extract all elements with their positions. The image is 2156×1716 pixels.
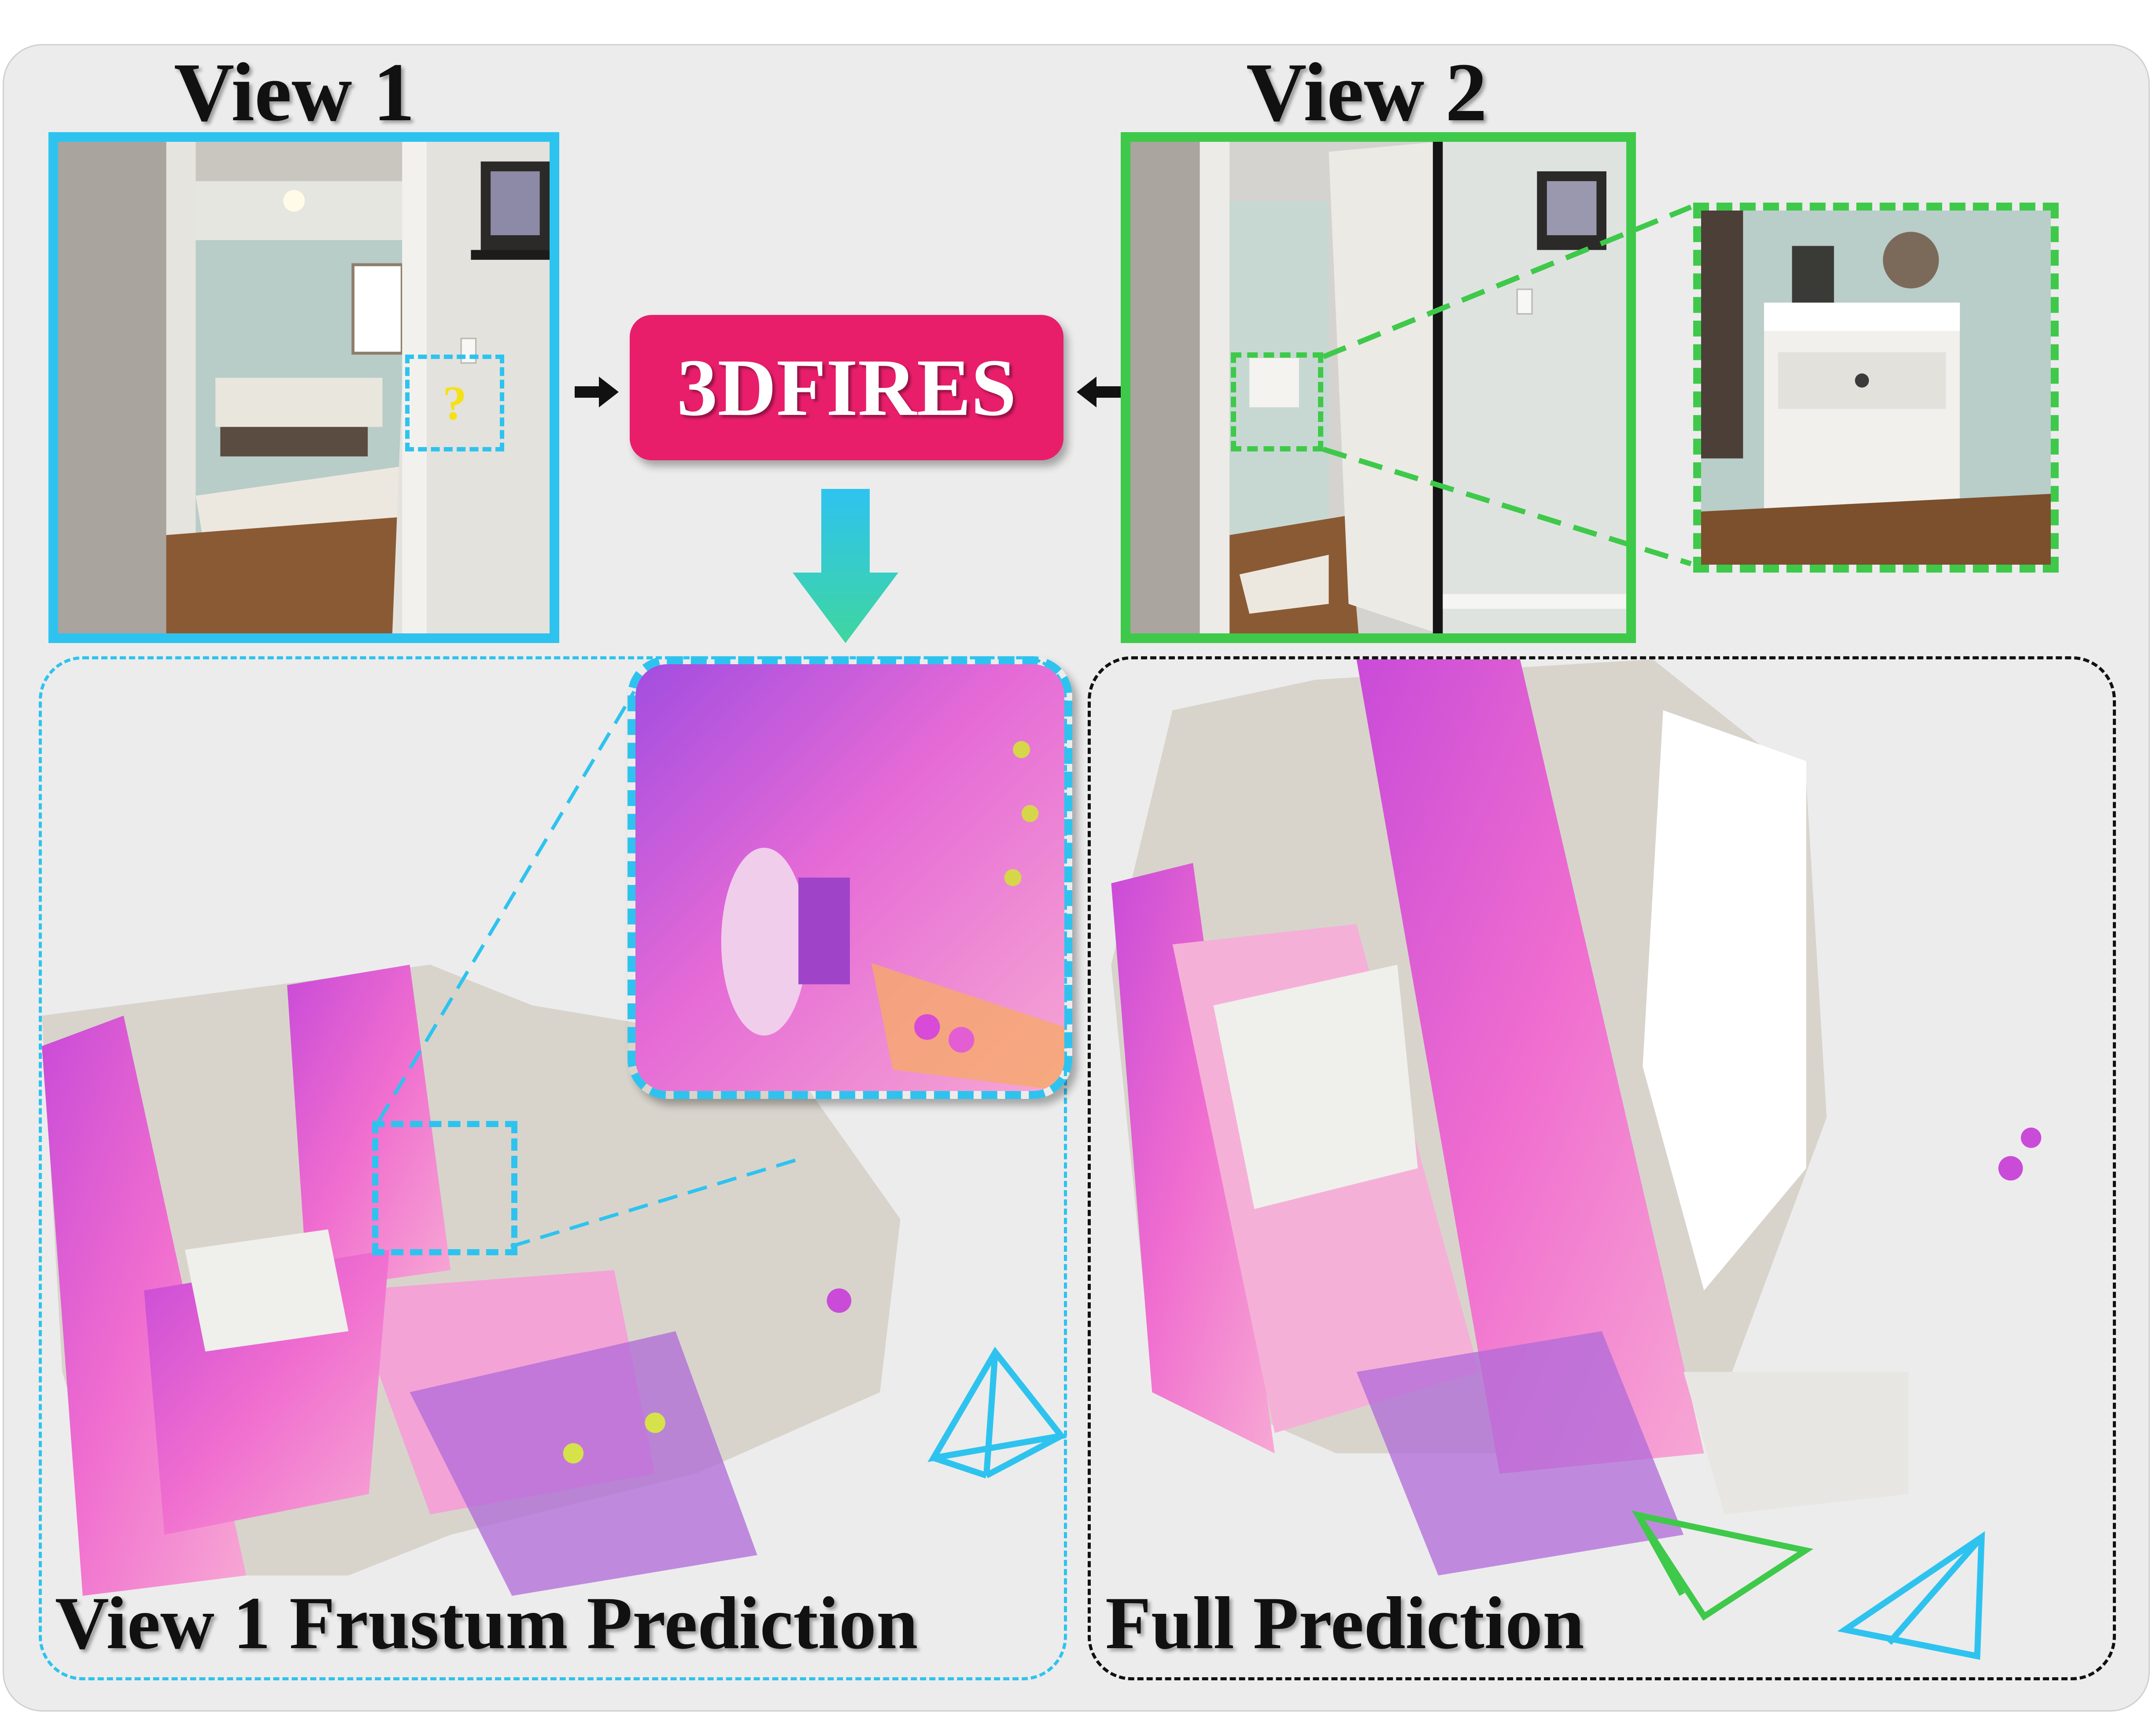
zoom-connector-lines [1322,204,1692,566]
view2-title: View 2 [1246,46,1487,139]
frustum-pointcloud-render [42,965,901,1596]
query-region-box: ? [405,355,504,451]
query-mark: ? [443,376,467,430]
method-box: 3DFIRES [630,315,1063,460]
frustum-zoom-connector-lines [377,690,802,1248]
full-pointcloud-render [1111,659,2042,1575]
frustum-prediction-panel [39,656,1067,1680]
arrow-right-icon [575,377,619,407]
frustum-prediction-caption: View 1 Frustum Prediction [55,1582,918,1664]
arrow-down-icon [793,489,898,643]
frustum-zoom-inset [628,656,1072,1099]
zoom-inset-image [1693,203,2059,573]
full-prediction-panel [1088,656,2116,1680]
full-prediction-caption: Full Prediction [1105,1582,1584,1664]
method-label: 3DFIRES [677,342,1016,433]
zoom-region-box [1231,352,1323,451]
camera-frustum-icon [1631,1510,1813,1621]
view1-title: View 1 [174,46,415,139]
camera-frustum-icon [927,1346,1067,1479]
view1-image [48,132,559,643]
arrow-left-icon [1077,377,1121,407]
camera-frustum-icon [1837,1531,1985,1660]
view2-image [1121,132,1636,643]
frustum-zoom-region-box [372,1121,517,1255]
